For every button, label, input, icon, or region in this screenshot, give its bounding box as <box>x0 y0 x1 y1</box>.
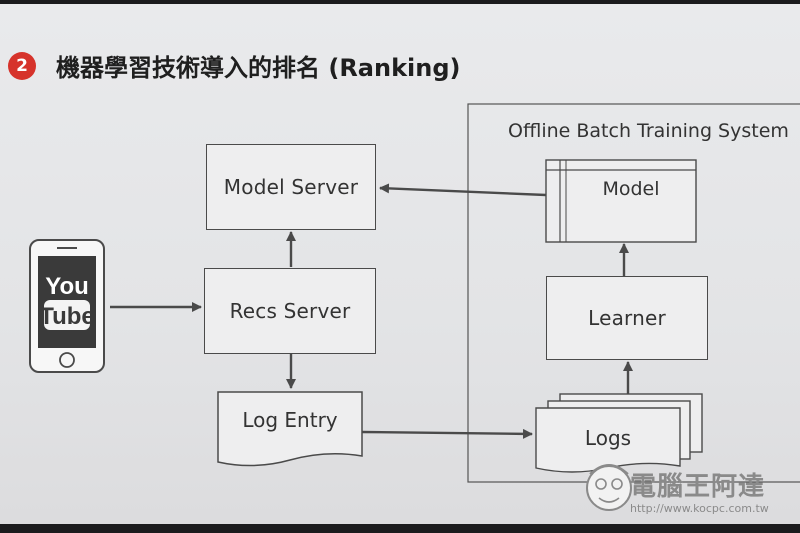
watermark-brand: 電腦王阿達 <box>630 472 766 502</box>
phone-logo-you: You <box>45 273 89 300</box>
logs-label: Logs <box>584 426 632 450</box>
slide-title: 機器學習技術導入的排名 (Ranking) <box>56 54 461 82</box>
log-entry-label: Log Entry <box>242 408 338 432</box>
offline-group-label: Offline Batch Training System <box>508 120 789 142</box>
arrow-log-entry-to-logs <box>361 428 533 439</box>
model-box <box>545 159 697 243</box>
watermark-mascot-icon <box>586 464 632 511</box>
offline-group-frame <box>467 103 800 483</box>
watermark-url: http://www.kocpc.com.tw <box>630 502 769 515</box>
phone-device: You Tube <box>29 239 105 373</box>
section-number-badge: 2 <box>8 52 36 80</box>
slide: 2 機器學習技術導入的排名 (Ranking) You Tube <box>0 4 800 524</box>
diagram-canvas: You Tube <box>29 103 800 511</box>
model-server-box: Model Server <box>206 144 376 230</box>
model-label: Model <box>602 178 660 200</box>
recs-server-box: Recs Server <box>204 268 376 354</box>
watermark: 電腦王阿達 http://www.kocpc.com.tw <box>588 462 788 520</box>
phone-logo-tube: Tube <box>39 303 95 330</box>
learner-box: Learner <box>546 276 708 360</box>
arrow-model-to-model-server <box>379 183 547 197</box>
log-entry-box <box>217 391 363 467</box>
